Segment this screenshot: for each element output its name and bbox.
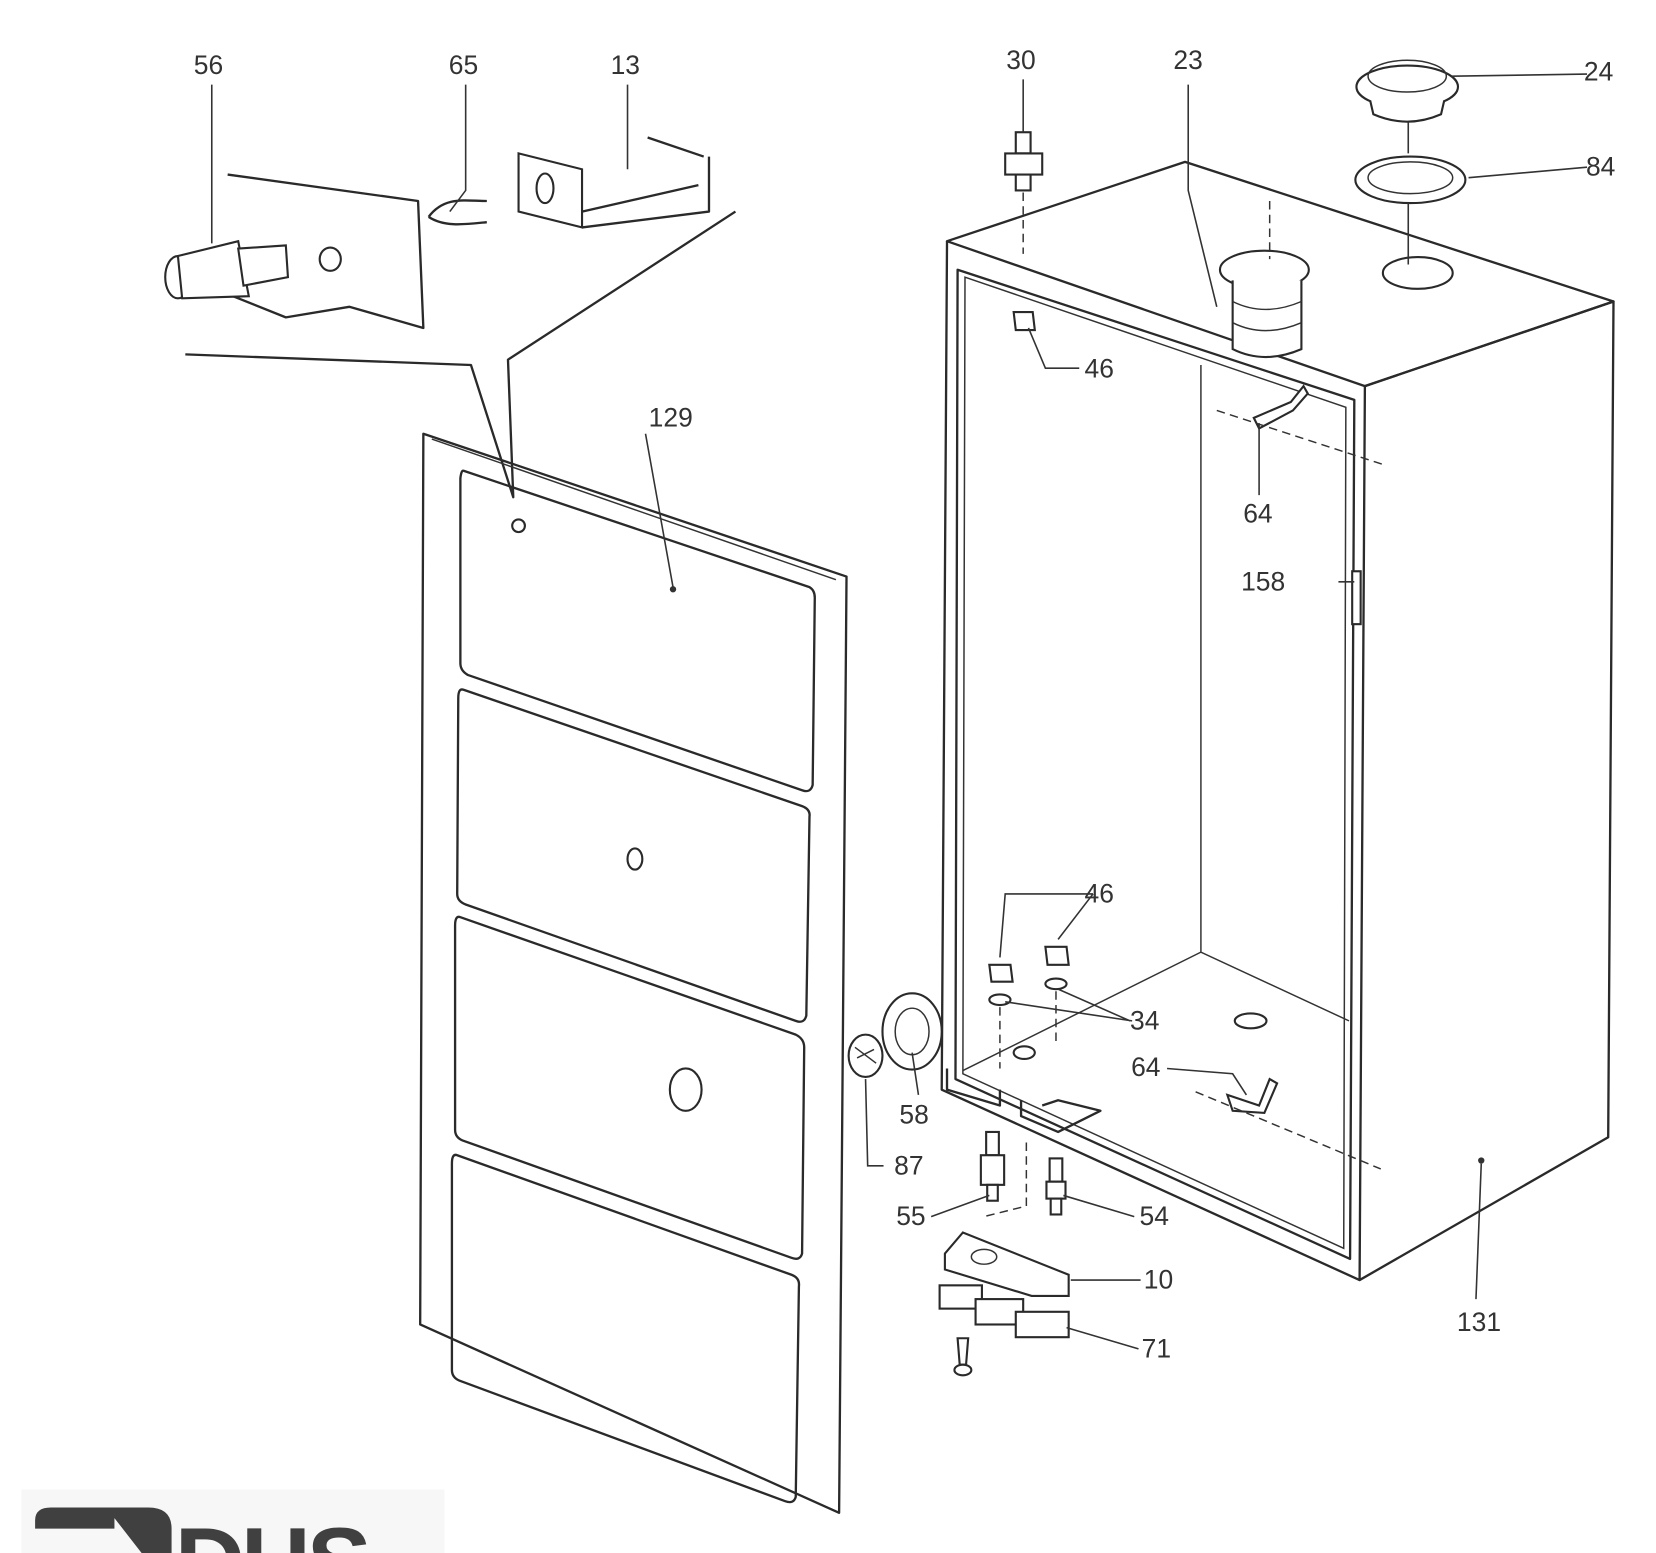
callout-54: 54	[1140, 1201, 1169, 1231]
callout-58: 58	[899, 1099, 928, 1129]
callout-34: 34	[1130, 1005, 1159, 1035]
logo-arrow-icon	[35, 1507, 172, 1553]
part-13-bracket	[517, 136, 711, 229]
part-24-seal	[1355, 59, 1460, 123]
part-58-grommet	[881, 992, 943, 1071]
part-158-strip	[1351, 570, 1362, 626]
logo-text: DHS	[175, 1507, 369, 1553]
callout-71: 71	[1142, 1333, 1171, 1363]
part-56-connector	[164, 239, 342, 300]
callout-84: 84	[1586, 152, 1615, 182]
leader-lines	[210, 73, 1588, 1350]
callout-46-bottom: 46	[1085, 878, 1114, 908]
part-65-clip	[427, 199, 487, 226]
dhs-logo: DHS	[21, 1489, 445, 1553]
detail-inset	[164, 136, 737, 499]
part-23-flue-collar	[1218, 201, 1310, 359]
callout-labels: 56 65 13 30 23 24 84 46 129 64 158 46 34…	[194, 45, 1616, 1364]
callout-10: 10	[1144, 1265, 1173, 1295]
part-55-electrode	[979, 1130, 1006, 1202]
callout-55: 55	[896, 1201, 925, 1231]
callout-56: 56	[194, 50, 223, 80]
part-64-bracket	[1195, 384, 1387, 1170]
callout-13: 13	[611, 50, 640, 80]
callout-129: 129	[649, 402, 693, 432]
part-30-fitting	[1004, 131, 1044, 254]
callout-64-top: 64	[1243, 499, 1272, 529]
callout-65: 65	[449, 50, 478, 80]
part-131-cabinet	[940, 160, 1615, 1282]
part-87-sight-glass	[847, 1033, 884, 1079]
part-84-gasket	[1354, 155, 1467, 205]
part-10-mounting-plate	[943, 1231, 1070, 1297]
part-71-insulator	[938, 1284, 1070, 1377]
part-46-34-nuts-washers	[988, 945, 1070, 1069]
callout-158: 158	[1241, 566, 1285, 596]
callout-24: 24	[1584, 56, 1613, 86]
callout-30: 30	[1006, 45, 1035, 75]
callout-46-top: 46	[1085, 354, 1114, 384]
callout-131: 131	[1457, 1307, 1501, 1337]
part-129-door-panel	[419, 432, 848, 1514]
part-54-electrode	[1045, 1157, 1067, 1216]
callout-64-bottom: 64	[1131, 1052, 1160, 1082]
part-46-nut	[1012, 311, 1037, 332]
callout-23: 23	[1173, 45, 1202, 75]
callout-87: 87	[894, 1150, 923, 1180]
